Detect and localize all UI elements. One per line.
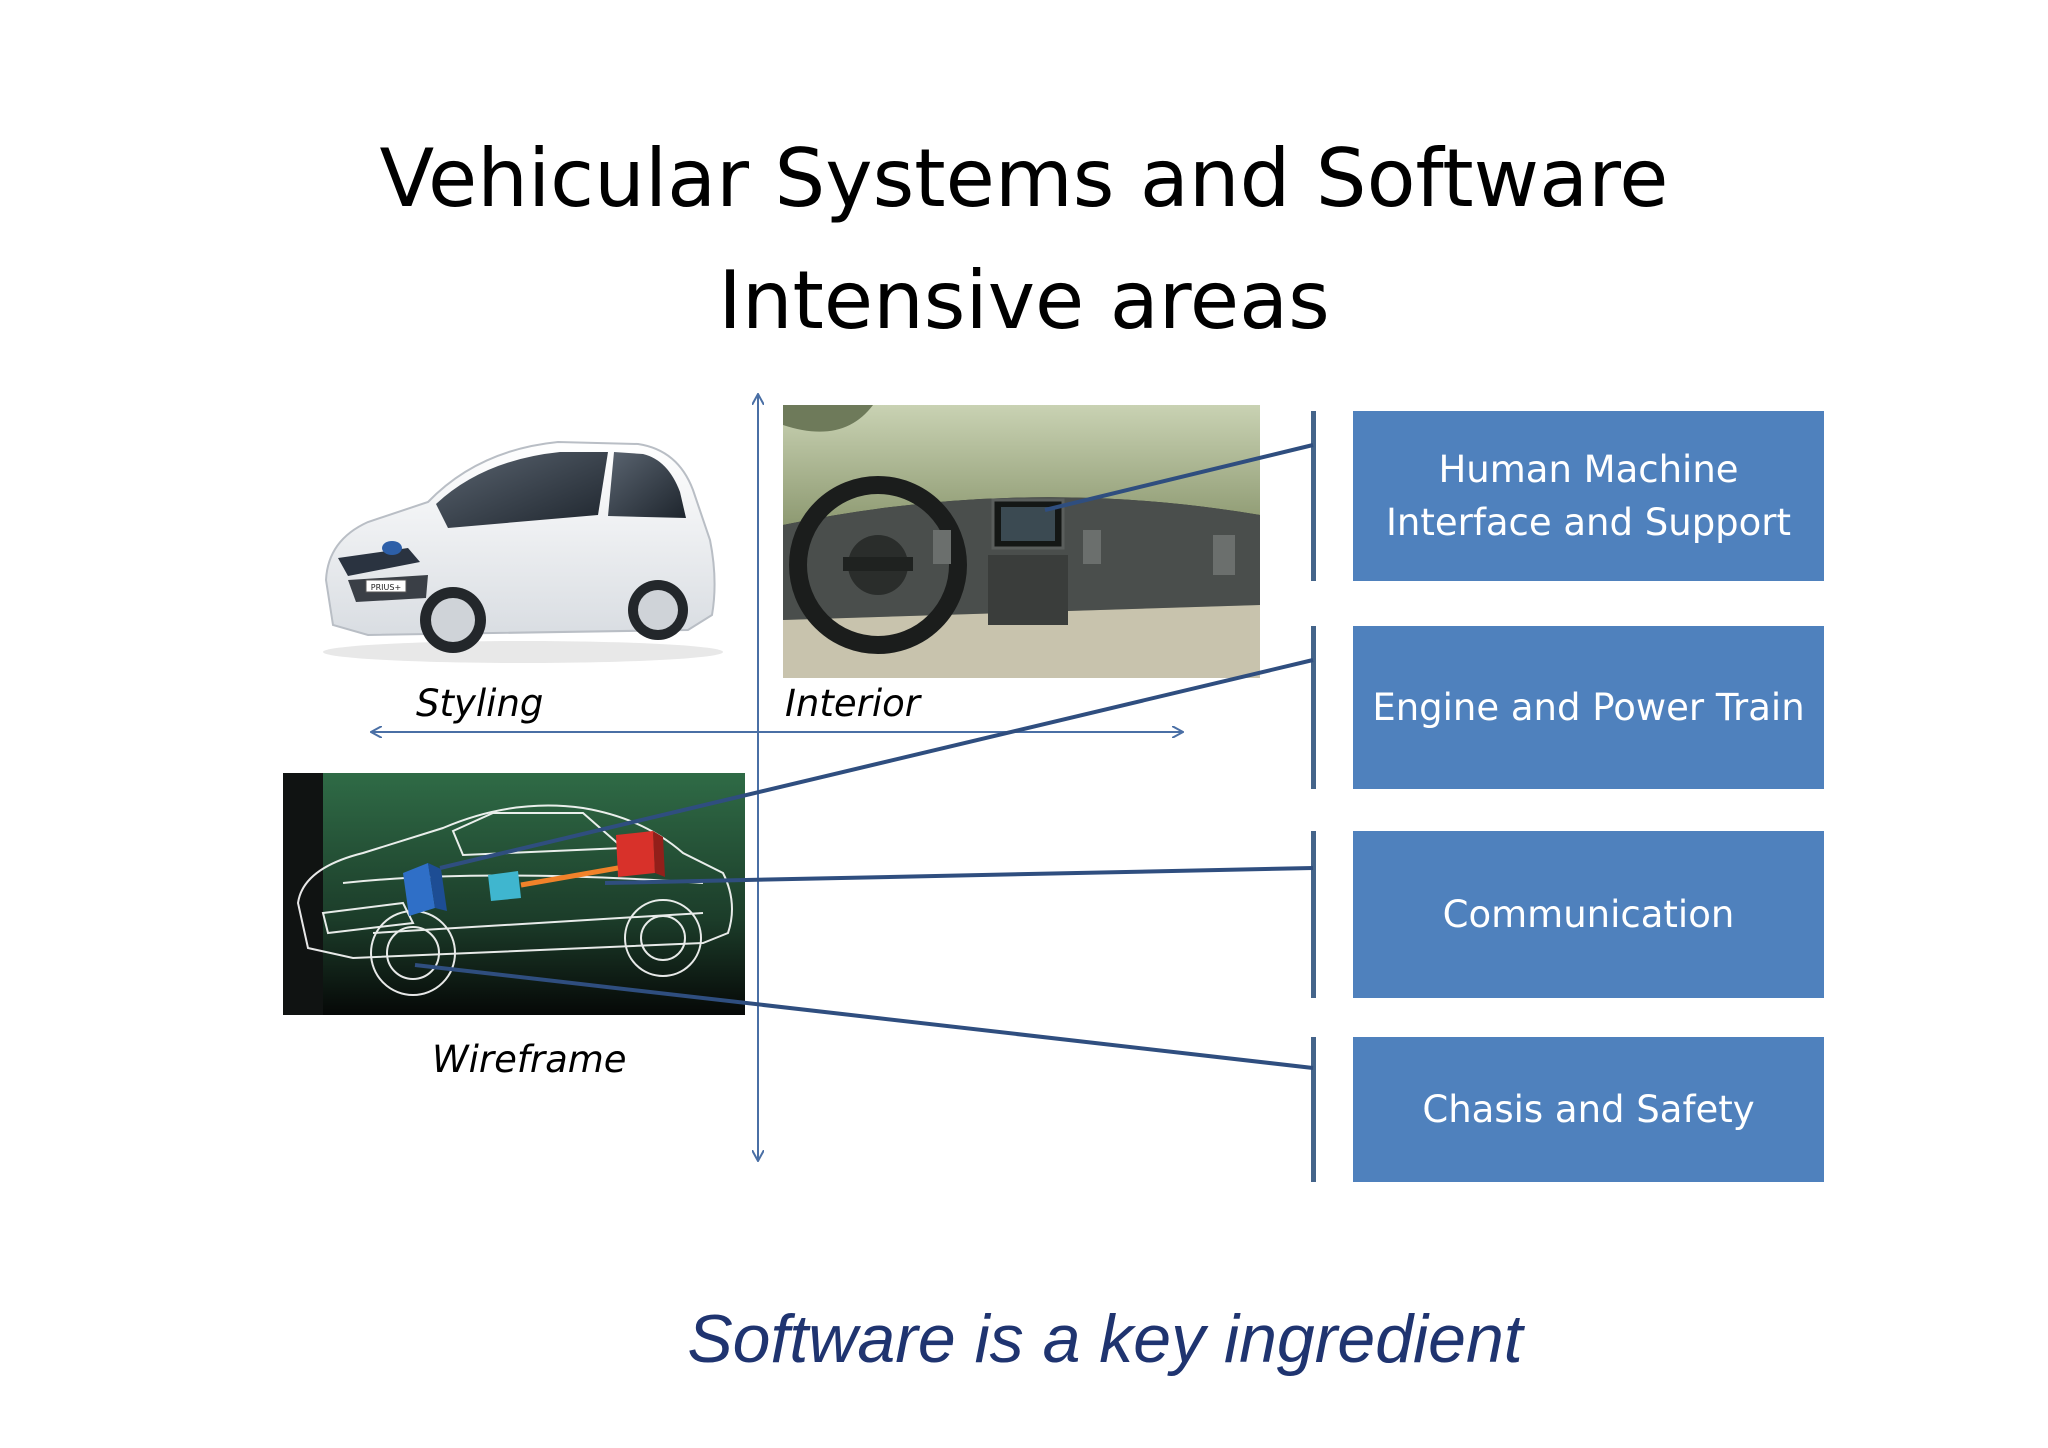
area-bracket-hmi [1311,411,1316,581]
area-chassis-label: Chasis and Safety [1422,1088,1755,1131]
area-communication-label: Communication [1442,893,1735,936]
car-badge-text: PRIUS+ [371,583,401,592]
area-box-hmi: Human Machine Interface and Support [1353,411,1824,581]
area-bracket-engine [1311,626,1316,789]
caption-styling: Styling [416,682,544,725]
interior-image [783,405,1260,678]
area-bracket-communication [1311,831,1316,998]
white-hatchback-car-icon: PRIUS+ [323,440,723,663]
caption-interior: Interior [785,682,920,725]
area-hmi-line-2: Interface and Support [1385,501,1792,544]
tagline: Software is a key ingredient [687,1301,1523,1377]
wireframe-car-with-ecu-boxes-icon [283,773,745,1015]
car-dashboard-steering-wheel-icon [783,405,1260,678]
area-box-communication: Communication [1353,831,1824,998]
slide-title: Vehicular Systems and Software Intensive… [0,118,2048,362]
area-bracket-chassis [1311,1037,1316,1182]
area-box-engine: Engine and Power Train [1353,626,1824,789]
caption-wireframe: Wireframe [432,1038,627,1081]
area-hmi-line-1: Human Machine [1438,448,1739,491]
car-styling-image: PRIUS+ [308,430,728,665]
slide-title-line-2: Intensive areas [718,254,1330,347]
slide-title-line-1: Vehicular Systems and Software [379,132,1669,225]
area-engine-label: Engine and Power Train [1372,686,1805,729]
wireframe-image [283,773,745,1015]
area-box-chassis: Chasis and Safety [1353,1037,1824,1182]
